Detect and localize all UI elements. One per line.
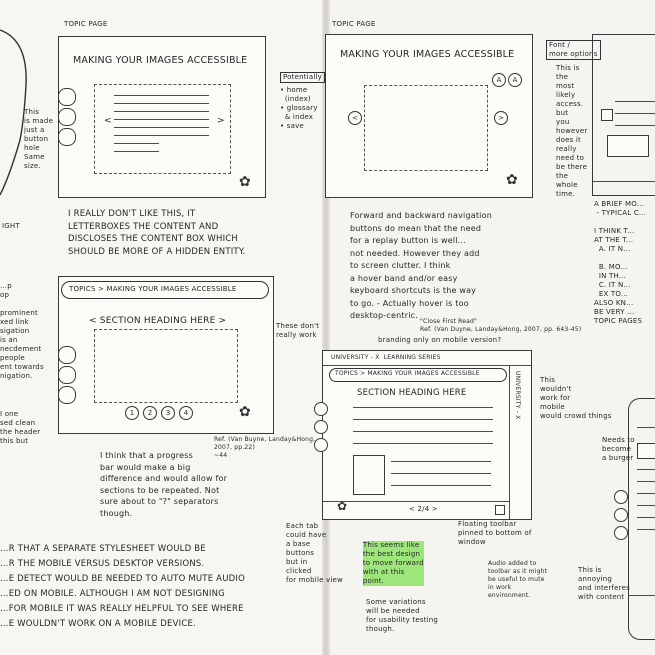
gear-icon: ✿ bbox=[239, 174, 251, 190]
screen-sketch-breadcrumb: Topics > Making your images accessible <… bbox=[58, 276, 274, 434]
page-gutter bbox=[322, 0, 330, 655]
burger-note: Needs to become a burger bbox=[602, 436, 635, 462]
mobile-tab-2 bbox=[614, 508, 628, 522]
side-note-mid: These don't really work bbox=[276, 322, 320, 339]
screen-title: Making your images accessible bbox=[73, 55, 248, 66]
gear-icon-3: ✿ bbox=[506, 172, 518, 188]
screen-sketch-letterbox: Making your images accessible < > ✿ bbox=[58, 36, 266, 198]
topic-page-label-right: Topic Page bbox=[332, 20, 376, 28]
potentially-label: Potentially bbox=[280, 72, 325, 83]
toolbar-note: Floating toolbar pinned to bottom of win… bbox=[458, 520, 532, 546]
side-tab-1 bbox=[58, 88, 76, 106]
left-margin-notes: ...p op prominent xed link sigation is a… bbox=[0, 282, 44, 380]
audio-note: Audio added to toolbar as it might be us… bbox=[488, 560, 548, 599]
side-note-top: This is made just a button hole Same siz… bbox=[24, 108, 54, 170]
mobile-tab-1 bbox=[614, 490, 628, 504]
breadcrumb-right: Topics > Making your images accessible bbox=[335, 370, 480, 377]
side-tab-9 bbox=[314, 438, 328, 452]
head-profile-sketch bbox=[0, 29, 27, 196]
pager-right: < 2/4 > bbox=[409, 505, 438, 513]
mobile-phone-sketch bbox=[628, 398, 655, 640]
content-box-dashed bbox=[94, 84, 231, 174]
far-right-note: This is the most likely access. but you … bbox=[556, 64, 588, 198]
breadcrumb: Topics > Making your images accessible bbox=[69, 285, 237, 293]
side-tab-3 bbox=[58, 128, 76, 146]
branding-note: branding only on mobile version? bbox=[378, 336, 502, 344]
breadcrumb-bar-right bbox=[329, 368, 507, 382]
potentially-list: • home (index) • glossary & index • save bbox=[280, 86, 318, 130]
reference-note-right: "Close First Read" Ref. (Van Duyne, Land… bbox=[420, 318, 582, 333]
side-tab-5 bbox=[58, 366, 76, 384]
screen-title-right: Making your images accessible bbox=[340, 49, 515, 60]
forward-button-icon: > bbox=[494, 111, 508, 125]
navigation-note: Forward and backward navigation buttons … bbox=[350, 211, 492, 320]
screen-sketch-navigation: Making your images accessible A A < > ✿ bbox=[325, 34, 533, 198]
side-tab-7 bbox=[314, 402, 328, 416]
gear-icon-2: ✿ bbox=[239, 404, 251, 420]
gear-icon-4: ✿ bbox=[337, 499, 348, 513]
green-note-2: Some variations will be needed for usabi… bbox=[366, 598, 439, 633]
bottom-right-list: A brief mo... - typical c... I think t..… bbox=[594, 200, 647, 325]
left-tab-note: Each tab could have a base buttons but i… bbox=[286, 522, 343, 584]
green-note: This seems like the best design to move … bbox=[362, 541, 424, 586]
reference-note: Ref. (Van Buyne, Landay&Hong, 2007, pp.2… bbox=[214, 436, 316, 459]
letterbox-note: I really don't like this, it letterboxes… bbox=[68, 209, 246, 257]
label-right: IGHT bbox=[2, 222, 20, 230]
content-box-dashed-3 bbox=[364, 85, 488, 171]
left-chevron-icon: < bbox=[104, 116, 112, 126]
section-heading-right: Section heading here bbox=[357, 388, 467, 398]
series-bar: University - X Learning Series bbox=[331, 354, 441, 361]
section-heading: < Section heading here > bbox=[89, 316, 227, 326]
side-tab-6 bbox=[58, 386, 76, 404]
scroll-note: This wouldn't work for mobile would crow… bbox=[540, 376, 612, 420]
mobile-tab-3 bbox=[614, 526, 628, 540]
far-right-sketch bbox=[592, 34, 655, 196]
font-note: Font / more options bbox=[546, 40, 601, 60]
screen-sketch-final: University - X Learning Series Topics > … bbox=[322, 350, 532, 520]
right-chevron-icon: > bbox=[217, 116, 225, 126]
side-tab-2 bbox=[58, 108, 76, 126]
vertical-brand: University - X bbox=[514, 371, 521, 420]
side-tab-8 bbox=[314, 420, 328, 434]
content-box-dashed-2 bbox=[94, 329, 238, 403]
topic-page-label-left: Topic Page bbox=[64, 20, 108, 28]
audio-icon bbox=[495, 505, 505, 515]
left-margin-notes-2: I one sed clean the header this but bbox=[0, 410, 41, 445]
side-tab-4 bbox=[58, 346, 76, 364]
annoying-note: This is annoying and interferes with con… bbox=[578, 566, 630, 601]
bottom-paragraph: ...r that a separate stylesheet would be… bbox=[0, 544, 245, 629]
progress-note: I think that a progress bar would make a… bbox=[100, 451, 228, 518]
breadcrumb-bar bbox=[61, 281, 269, 299]
back-button-icon: < bbox=[348, 111, 362, 125]
